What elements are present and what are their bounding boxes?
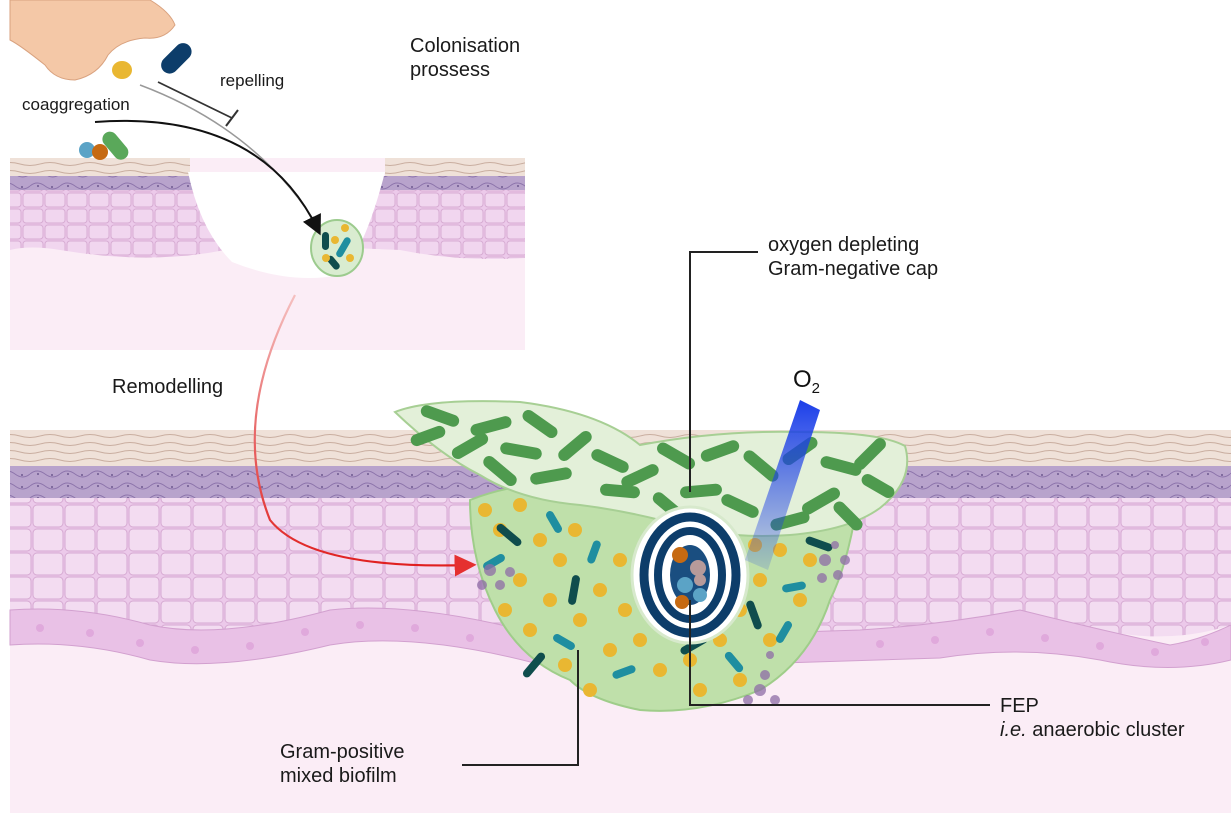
bacterium-icon	[158, 40, 195, 77]
gram-negative-cap-label: oxygen depleting Gram-negative cap	[768, 233, 938, 281]
repelling-label: repelling	[220, 71, 284, 91]
hand-icon	[10, 0, 175, 80]
colonisation-title: Colonisation prossess	[410, 34, 520, 82]
coaggregation-label: coaggregation	[22, 95, 130, 115]
oxygen-label: O2	[793, 366, 820, 397]
coaggregation-cluster	[79, 129, 131, 163]
fep-title: FEP	[1000, 694, 1185, 718]
fep-subtitle: i.e. anaerobic cluster	[1000, 718, 1185, 742]
gram-positive-label: Gram-positive mixed biofilm	[280, 740, 404, 788]
remodelling-label: Remodelling	[112, 375, 223, 399]
fep-label: FEP i.e. anaerobic cluster	[1000, 694, 1185, 742]
